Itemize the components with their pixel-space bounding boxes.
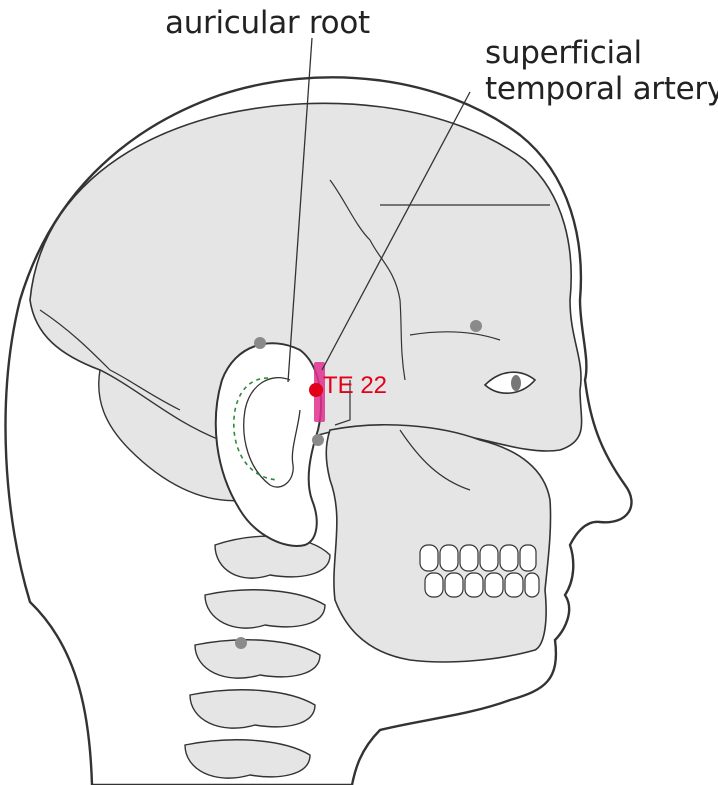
label-artery-line2: temporal artery <box>485 72 718 106</box>
label-te22: TE 22 <box>323 372 387 400</box>
label-artery-line1: superficial <box>485 36 642 70</box>
landmark-dot <box>254 337 266 349</box>
landmark-dot <box>470 320 482 332</box>
landmark-dot <box>312 434 324 446</box>
te22-point <box>309 383 323 397</box>
label-auricular-root: auricular root <box>165 6 370 40</box>
landmark-dot <box>235 637 247 649</box>
face-bones <box>326 425 550 662</box>
